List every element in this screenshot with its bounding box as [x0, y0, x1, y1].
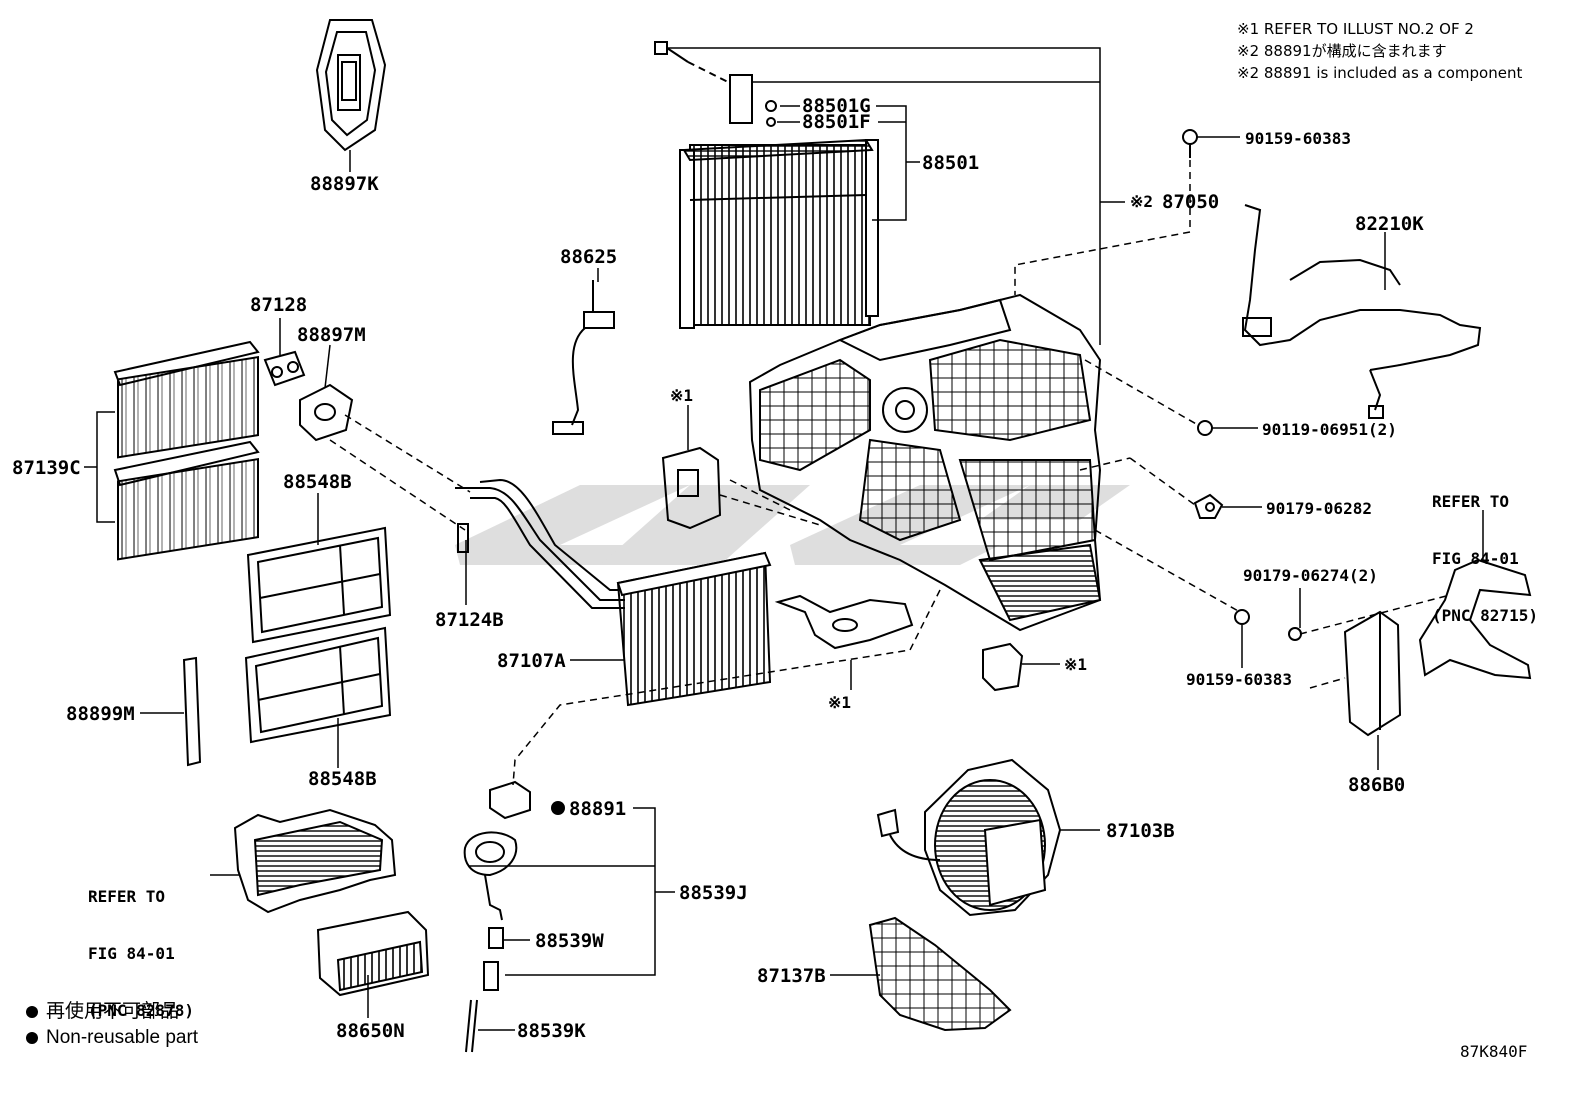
label-88891: 88891 — [569, 798, 627, 820]
note-refer-illust: ※1 REFER TO ILLUST NO.2 OF 2 — [1237, 20, 1474, 38]
label-88539W: 88539W — [535, 930, 604, 952]
part-88650N-module — [316, 910, 430, 997]
label-87139C: 87139C — [12, 457, 81, 479]
part-actuator-a — [661, 446, 722, 530]
label-88650N: 88650N — [336, 1020, 405, 1042]
label-90119-06951: 90119-06951(2) — [1262, 420, 1397, 439]
label-88501: 88501 — [922, 152, 980, 174]
part-lower-bracket — [774, 594, 914, 650]
label-90179-06282: 90179-06282 — [1266, 499, 1372, 518]
part-88897M-seal — [299, 383, 354, 442]
mark-1-actuator-b: ※1 — [1064, 655, 1088, 674]
label-87107A: 87107A — [497, 650, 566, 672]
refer-right-line2: FIG 84-01 — [1432, 549, 1519, 568]
note-component-jp: ※2 88891が構成に含まれます — [1237, 42, 1447, 60]
part-87103B-blower — [876, 758, 1062, 917]
label-88539K: 88539K — [517, 1020, 586, 1042]
part-88625-sensor — [552, 280, 615, 435]
note-component-en: ※2 88891 is included as a component — [1237, 64, 1523, 82]
label-87050: 87050 — [1162, 191, 1220, 213]
label-88625: 88625 — [560, 246, 618, 268]
part-87128-seal — [263, 350, 306, 387]
leader-lines — [84, 47, 1484, 1031]
label-90159-60383-bottom: 90159-60383 — [1186, 670, 1292, 689]
part-886B0-module — [1343, 610, 1402, 737]
mark-1-bracket: ※1 — [828, 693, 852, 712]
part-88548B-frames — [244, 526, 392, 744]
part-right-bracket — [1418, 558, 1532, 680]
legend-en: Non-reusable part — [26, 1026, 198, 1050]
part-88897K-grommet — [315, 19, 387, 152]
label-88548B-top: 88548B — [283, 471, 352, 493]
part-87139C-filters — [113, 340, 260, 561]
label-82210K: 82210K — [1355, 213, 1424, 235]
label-90159-60383-top: 90159-60383 — [1245, 129, 1351, 148]
part-88899M-strip — [182, 656, 202, 767]
part-88539J-drain — [463, 780, 531, 1053]
legend-bullet-icon — [26, 1031, 38, 1044]
part-actuator-b — [982, 642, 1024, 692]
refer-right: REFER TO FIG 84-01 (PNC 82715) — [1432, 454, 1538, 644]
legend-jp-text: 再使用不可部品 — [46, 1001, 180, 1022]
part-hvac-unit-housing — [748, 293, 1102, 632]
mark-2: ※2 — [1130, 192, 1154, 211]
refer-left-line2: FIG 84-01 — [88, 944, 175, 963]
label-88501F: 88501F — [802, 111, 871, 133]
refer-left-line1: REFER TO — [88, 887, 166, 906]
refer-left-line3: (PNC 82878) — [88, 1001, 194, 1020]
label-87124B: 87124B — [435, 609, 504, 631]
label-886B0: 886B0 — [1348, 774, 1406, 796]
part-82210K-harness — [1242, 204, 1482, 419]
label-87103B: 87103B — [1106, 820, 1175, 842]
label-88897K: 88897K — [310, 173, 379, 195]
part-left-bracket-assembly — [233, 808, 397, 914]
label-87137B: 87137B — [757, 965, 826, 987]
legend-jp: 再使用不可部品 — [26, 1000, 179, 1024]
label-88548B-bottom: 88548B — [308, 768, 377, 790]
part-bolt-expansion-valve — [654, 41, 777, 127]
figure-id: 87K840F — [1460, 1042, 1528, 1061]
label-88897M: 88897M — [297, 324, 366, 346]
label-88539J: 88539J — [679, 882, 748, 904]
part-87107A-heater-core — [455, 478, 772, 707]
mark-1-actuator-a: ※1 — [670, 386, 694, 405]
legend-bullet-icon — [26, 1005, 38, 1018]
label-87128: 87128 — [250, 294, 308, 316]
refer-right-line1: REFER TO — [1432, 492, 1510, 511]
label-88501G: 88501G — [802, 95, 871, 117]
label-88899M: 88899M — [66, 703, 135, 725]
part-88501-evaporator — [679, 138, 879, 329]
legend-en-text: Non-reusable part — [46, 1027, 199, 1048]
refer-left: REFER TO FIG 84-01 (PNC 82878) — [88, 849, 194, 1039]
dashed-connection-lines — [329, 160, 1451, 786]
refer-right-line3: (PNC 82715) — [1432, 606, 1538, 625]
label-90179-06274: 90179-06274(2) — [1243, 566, 1378, 585]
part-87137B-duct — [868, 916, 1012, 1032]
